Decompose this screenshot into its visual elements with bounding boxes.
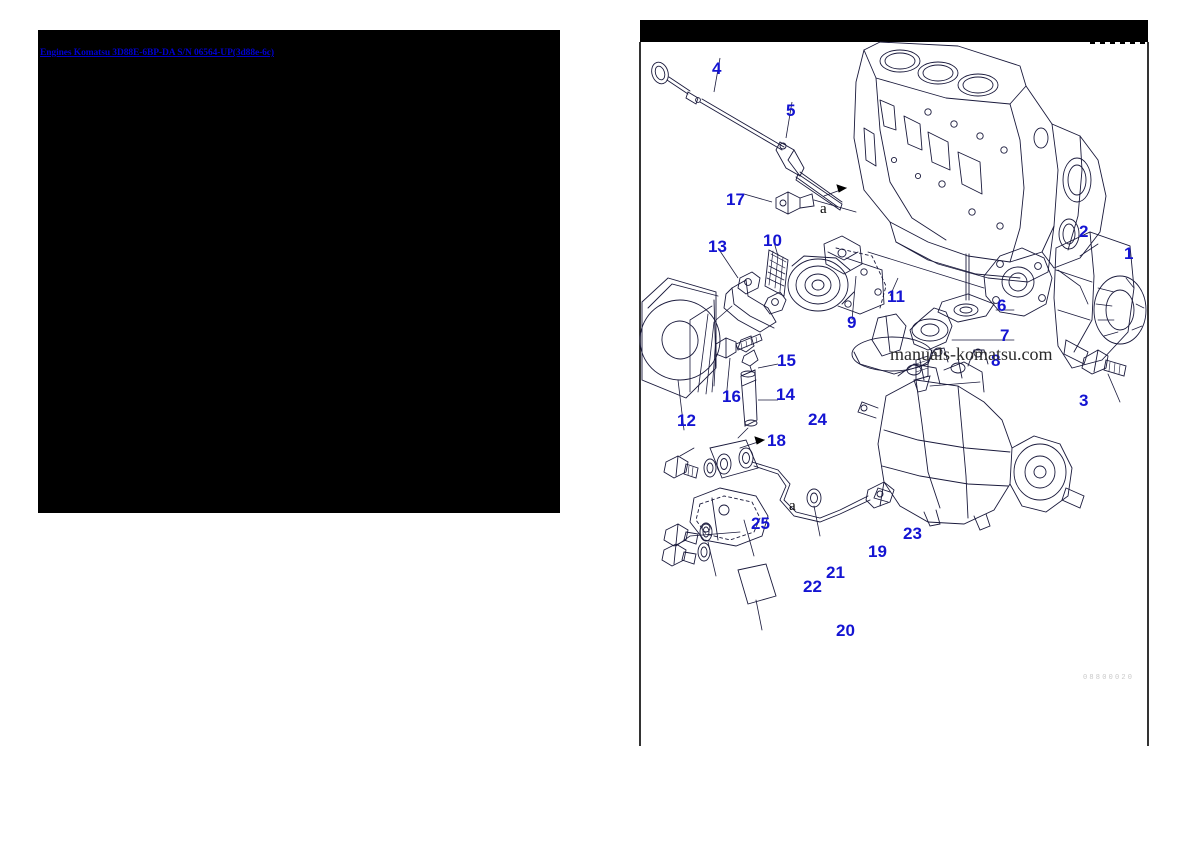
callout-22: 22 [803,577,822,596]
fuel-injection-pump-drawing [857,347,1085,531]
callout-11: 11 [887,287,905,306]
callout-1: 1 [1124,244,1134,263]
injection-pump-drive-drawing [867,231,1147,403]
callout-4: 4 [712,59,722,78]
cylinder-block-drawing [823,41,1107,283]
callout-21: 21 [826,563,845,582]
preview-thumbnail-panel: Engines Komatsu 3D88E-6BP-DA S/N 06564-U… [38,30,560,513]
callout-5: 5 [786,101,796,120]
callout-16: 16 [722,387,741,406]
oil-pump-group-drawing [715,247,887,427]
sheet-code-label: 08800020 [1083,674,1135,682]
callout-13: 13 [708,237,727,256]
callout-12: 12 [677,411,696,430]
fuel-pipe-bracket-drawing [661,427,895,631]
callout-20: 20 [836,621,855,640]
diagram-title-band [640,20,1148,44]
callout-19: 19 [868,542,887,561]
oil-strainer-drawing [851,253,1015,393]
section-marker-a: a [789,498,796,514]
callout-leader-lines [713,57,899,401]
callout-17: 17 [726,190,745,209]
callout-18: 18 [767,431,786,450]
callout-25: 25 [751,514,770,533]
callout-9: 9 [847,313,857,332]
site-watermark: manuals-komatsu.com [890,344,1053,364]
callout-23: 23 [903,524,922,543]
callout-7: 7 [1000,326,1010,345]
callout-24: 24 [808,410,827,429]
section-marker-a: a [820,201,827,217]
callout-6: 6 [997,296,1007,315]
page-title-link[interactable]: Engines Komatsu 3D88E-6BP-DA S/N 06564-U… [40,48,274,58]
callout-15: 15 [777,351,796,370]
callout-2: 2 [1079,222,1089,241]
dipstick-assembly-drawing [651,61,857,215]
parts-diagram-drawing [639,20,1149,746]
diagram-frame [639,42,1149,746]
oil-filter-cartridge-drawing [639,277,733,431]
callout-14: 14 [776,385,795,404]
callout-8: 8 [991,351,1001,370]
callout-3: 3 [1079,391,1089,410]
callout-10: 10 [763,231,782,250]
